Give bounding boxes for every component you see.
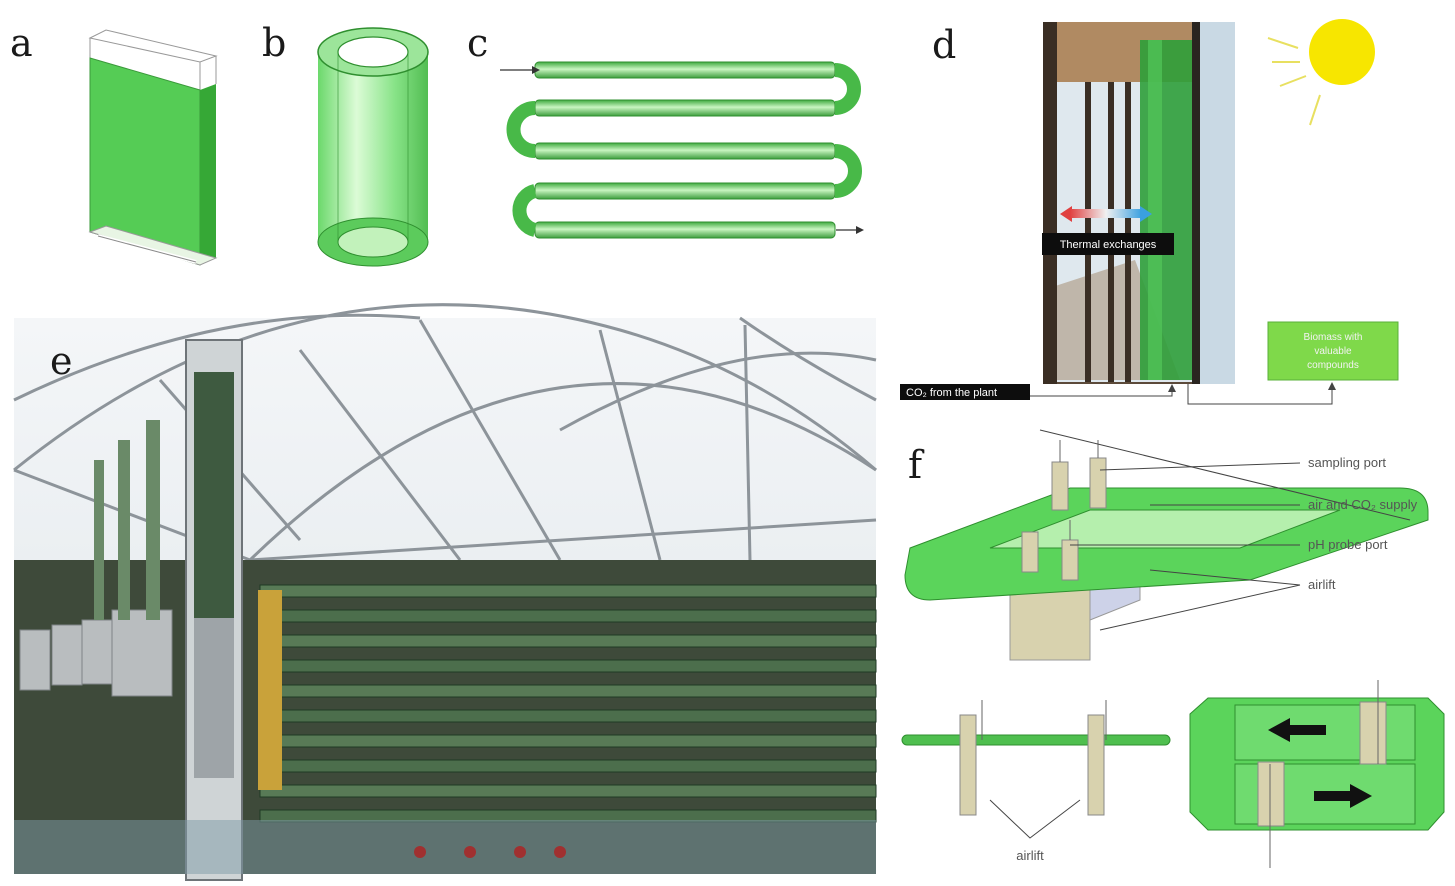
panel-letter-c: c xyxy=(467,21,488,65)
biomass-line-2: valuable xyxy=(1314,346,1352,357)
panel-letter-a: a xyxy=(10,21,33,65)
thermal-exchanges-label: Thermal exchanges xyxy=(1060,239,1157,251)
airlift-label: airlift xyxy=(1308,577,1336,592)
co2-from-plant-label: CO₂ from the plant xyxy=(906,387,997,399)
airlift-bottom-label: airlift xyxy=(1016,848,1044,863)
airlift-side-view: airlift xyxy=(902,700,1170,863)
greenhouse-tubular-photo: e xyxy=(14,305,876,880)
panel-letter-d: d xyxy=(932,23,956,67)
building-facade-photo: Thermal exchanges xyxy=(1042,22,1235,384)
air-co2-supply-label: air and CO₂ supply xyxy=(1308,497,1418,512)
tubular-serpentine-reactor xyxy=(500,62,864,238)
cylindrical-reactor xyxy=(318,28,428,266)
panel-letter-b: b xyxy=(262,21,286,65)
ph-probe-port-label: pH probe port xyxy=(1308,537,1388,552)
flat-panel-reactor xyxy=(90,30,216,265)
biomass-line-1: Biomass with xyxy=(1304,332,1363,343)
panel-letter-f: f xyxy=(908,443,925,487)
biomass-box: Biomass with valuable compounds xyxy=(1268,322,1398,380)
sampling-port-label: sampling port xyxy=(1308,455,1386,470)
sun-icon xyxy=(1268,19,1375,125)
airlift-top-view xyxy=(1190,680,1444,868)
biomass-line-3: compounds xyxy=(1307,360,1359,371)
co2-flow-lines xyxy=(1030,382,1336,404)
panel-letter-e: e xyxy=(50,339,73,383)
